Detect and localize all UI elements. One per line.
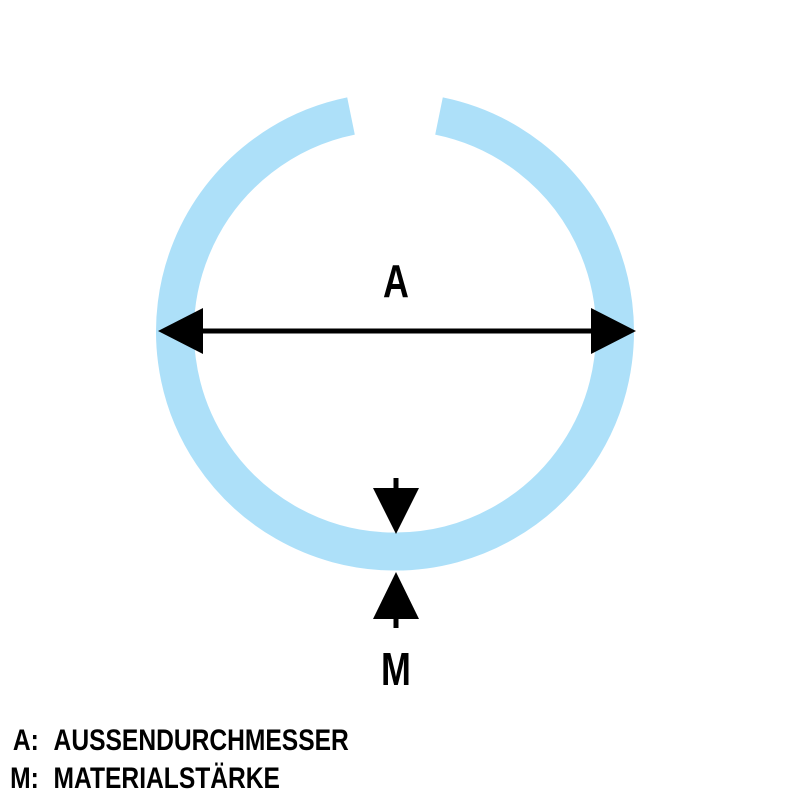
- legend-key: A:: [12, 724, 39, 757]
- legend-text: MATERIALSTÄRKE: [53, 762, 280, 795]
- split-ring: [156, 97, 634, 571]
- legend-text: AUSSENDURCHMESSER: [53, 724, 349, 757]
- diameter-arrow: [158, 308, 636, 354]
- legend-key: M:: [10, 762, 39, 795]
- diameter-arrowhead-left: [158, 308, 203, 354]
- diameter-label: A: [383, 255, 409, 307]
- legend: A: AUSSENDURCHMESSER M: MATERIALSTÄRKE: [6, 722, 349, 798]
- legend-row-a: A: AUSSENDURCHMESSER: [6, 722, 349, 760]
- thickness-arrows: [373, 478, 419, 628]
- thickness-arrowhead-up: [373, 572, 419, 619]
- thickness-arrowhead-down: [373, 488, 419, 534]
- legend-row-m: M: MATERIALSTÄRKE: [6, 760, 349, 798]
- thickness-label: M: [381, 643, 411, 695]
- diameter-arrowhead-right: [591, 308, 636, 354]
